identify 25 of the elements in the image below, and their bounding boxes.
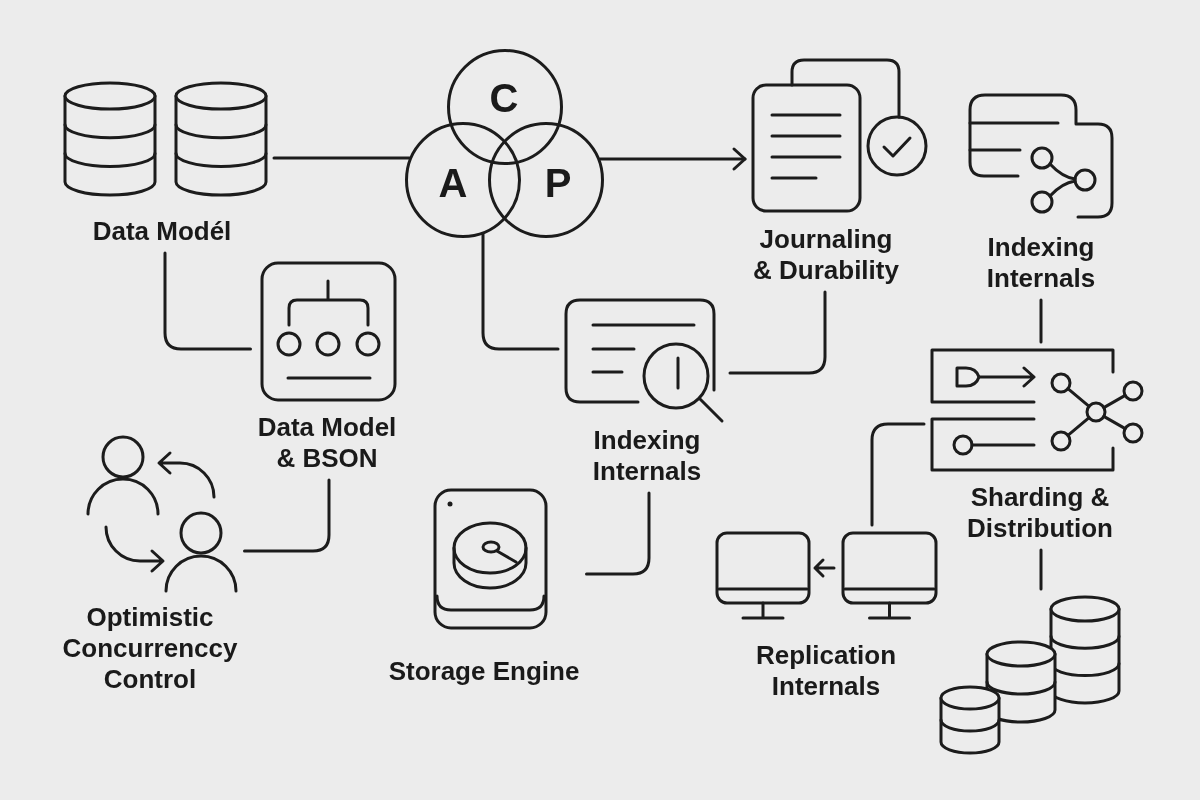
node-label: Optimistic Concurrenccy Control xyxy=(61,602,239,695)
venn-letter: C xyxy=(489,78,519,118)
node-label: Sharding & Distribution xyxy=(966,482,1114,544)
node-label: Journaling & Durability xyxy=(752,224,900,286)
venn-circle xyxy=(405,122,521,238)
connector-line xyxy=(585,491,651,576)
connector-line xyxy=(272,156,411,160)
node-label: Indexing Internals xyxy=(985,232,1097,294)
connector-line xyxy=(481,232,560,351)
connector-line xyxy=(243,478,331,553)
connector-line xyxy=(870,422,926,527)
node-label: Storage Engine xyxy=(387,656,581,687)
node-label: Data Model & BSON xyxy=(256,412,398,474)
connector-line xyxy=(1039,548,1043,591)
connector-line xyxy=(728,290,827,375)
node-label: Data Modél xyxy=(91,216,233,247)
connector-line xyxy=(163,251,252,351)
venn-letter: P xyxy=(544,163,572,203)
venn-letter: A xyxy=(438,163,468,203)
node-label: Replication Internals xyxy=(754,640,898,702)
arrow xyxy=(598,147,747,171)
connector-line xyxy=(1039,298,1043,344)
node-label: Indexing Internals xyxy=(591,425,703,487)
venn-circle xyxy=(488,122,604,238)
venn-circle xyxy=(447,49,563,165)
